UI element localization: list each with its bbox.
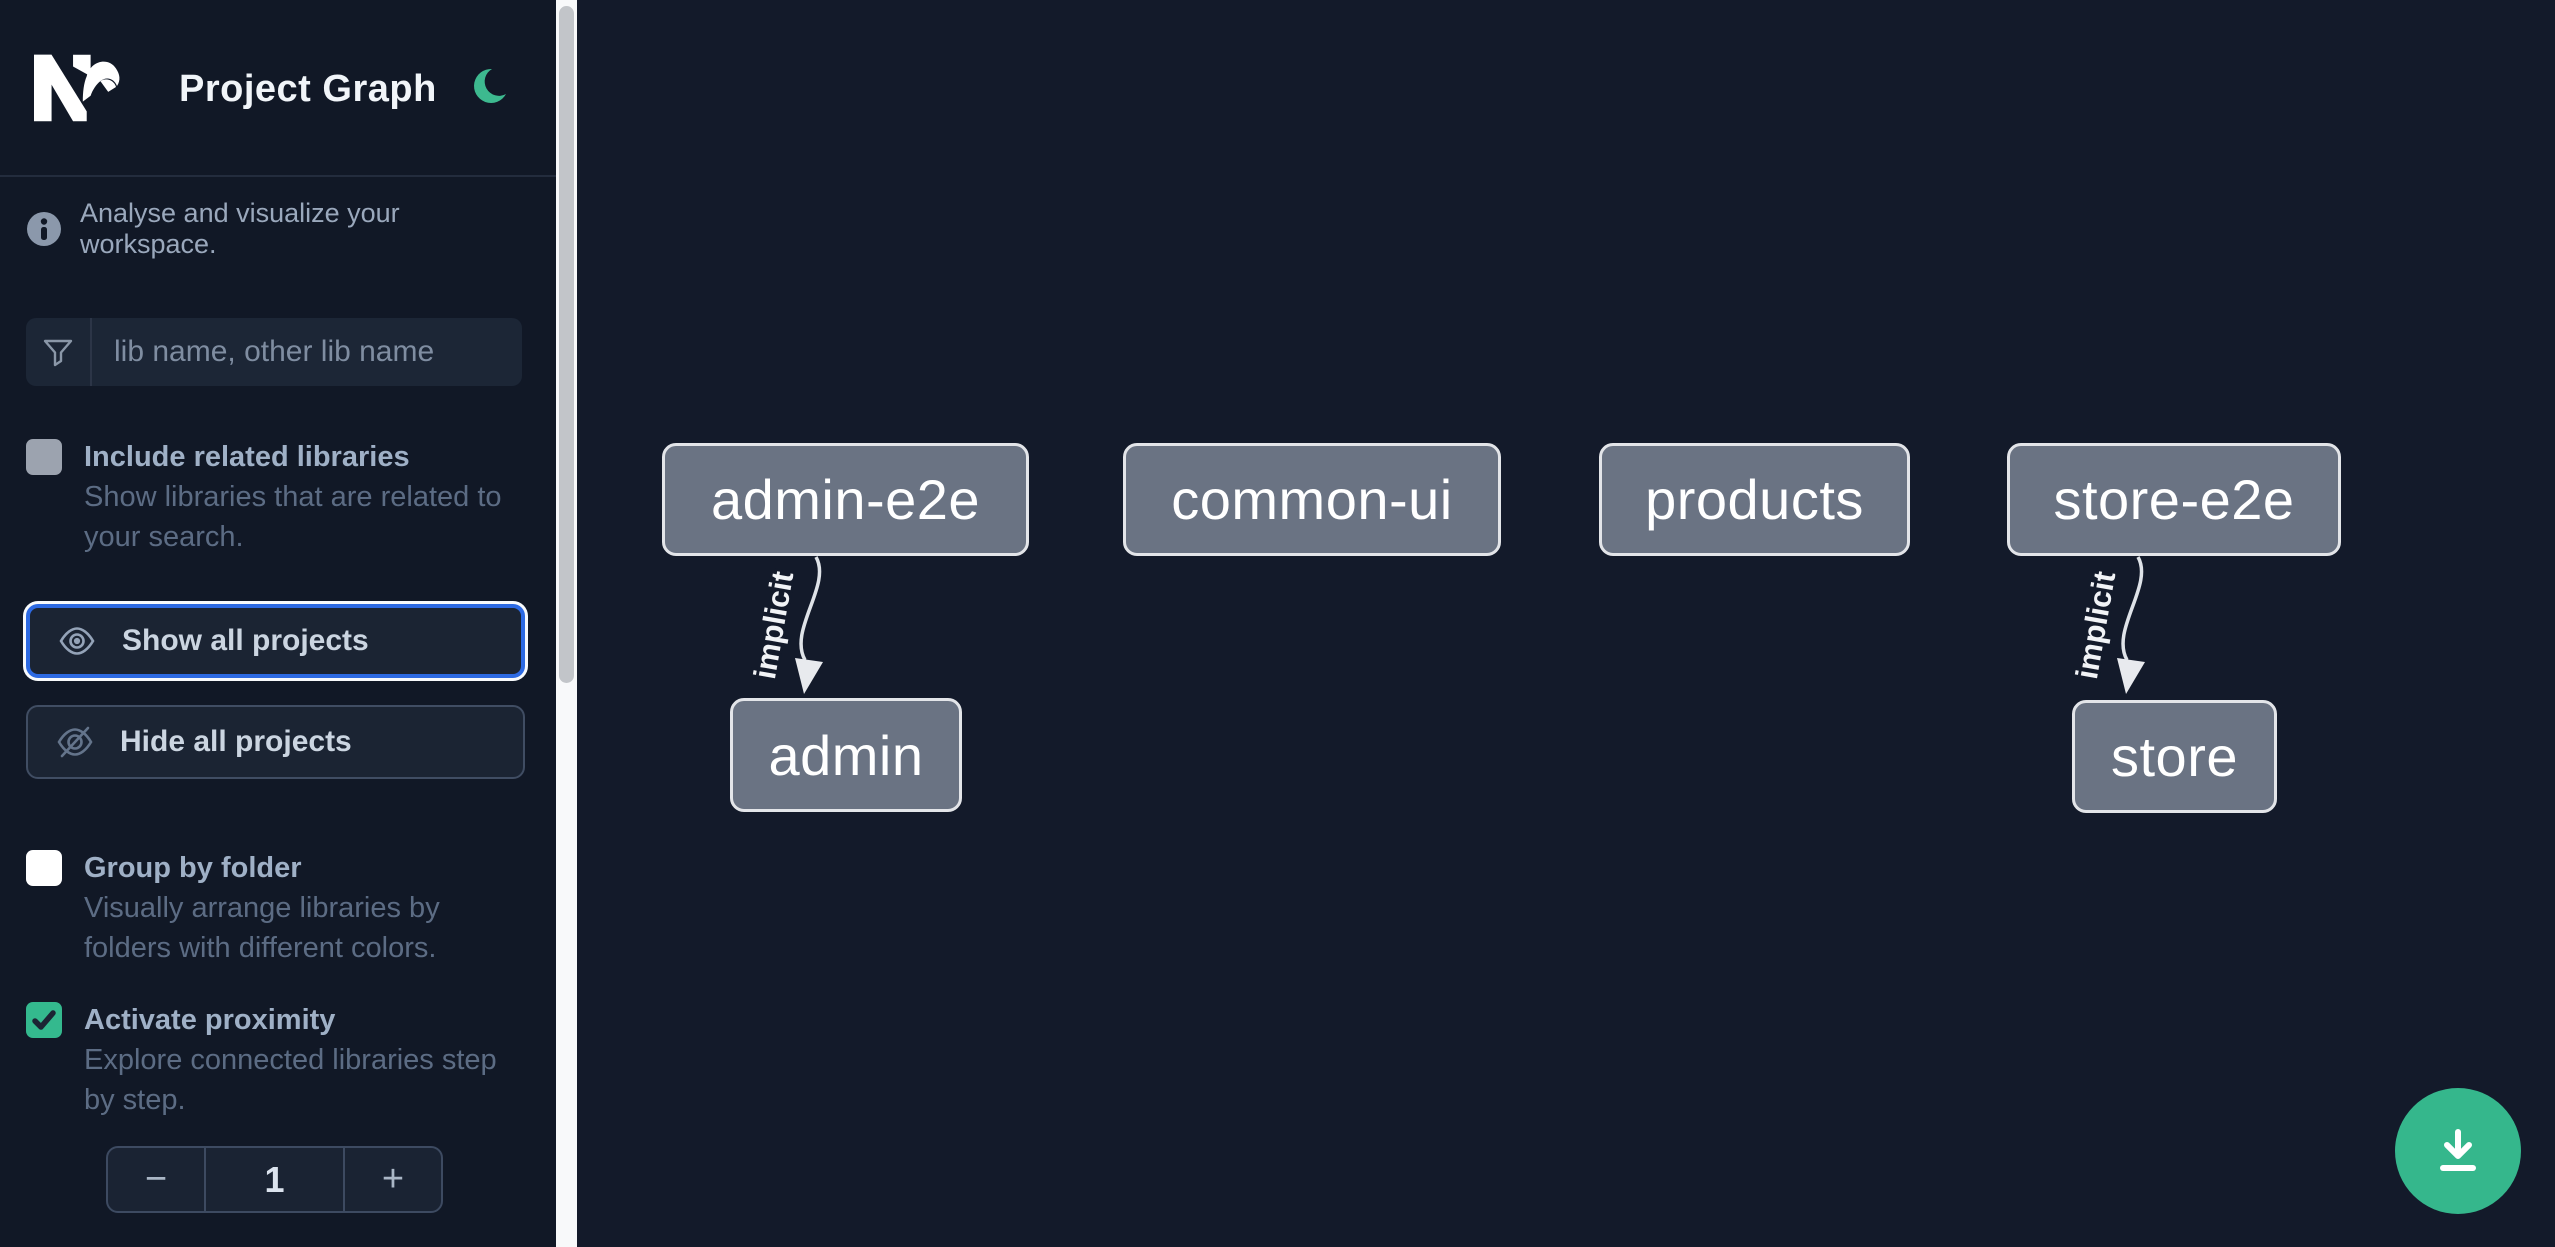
node-products[interactable]: products [1599, 443, 1910, 556]
edge-admin-e2e-admin: implicit [745, 556, 823, 694]
moon-icon [474, 68, 506, 103]
download-graph-button[interactable] [2395, 1088, 2521, 1214]
sidebar-scrollbar-track [556, 0, 577, 1247]
eye-icon [59, 627, 95, 655]
edge-label: implicit [747, 569, 800, 682]
group-by-folder-checkbox[interactable] [26, 850, 62, 886]
decrement-button[interactable]: − [108, 1148, 206, 1211]
workspace-tagline: Analyse and visualize your workspace. [80, 198, 400, 259]
workspace-tagline-row: Analyse and visualize your workspace. [26, 198, 536, 260]
activate-proximity-option: Activate proximity Explore connected lib… [26, 1000, 531, 1120]
nx-logo-icon [34, 54, 120, 122]
group-by-folder-label: Group by folder [84, 852, 302, 884]
edge-layer: implicit implicit [745, 556, 2145, 694]
activate-proximity-description: Explore connected libraries step by step… [84, 1044, 497, 1116]
filter-funnel-icon [26, 318, 92, 386]
node-common-ui[interactable]: common-ui [1123, 443, 1501, 556]
project-graph-canvas[interactable]: implicit implicit admin-e2e common-ui pr… [577, 0, 2555, 1247]
info-icon [27, 212, 61, 246]
activate-proximity-label: Activate proximity [84, 1004, 336, 1036]
proximity-depth-stepper: − 1 + [106, 1146, 443, 1213]
project-filter-input[interactable] [92, 318, 522, 386]
eye-off-icon [57, 726, 93, 758]
include-related-label: Include related libraries [84, 441, 410, 473]
check-icon [32, 1010, 56, 1030]
include-related-checkbox[interactable] [26, 439, 62, 475]
edge-store-e2e-store: implicit [2067, 556, 2145, 694]
node-store-e2e[interactable]: store-e2e [2007, 443, 2341, 556]
hide-all-projects-label: Hide all projects [120, 725, 352, 758]
download-icon [2440, 1129, 2476, 1171]
node-store[interactable]: store [2072, 700, 2277, 813]
edge-label: implicit [2069, 569, 2122, 682]
node-admin[interactable]: admin [730, 698, 962, 812]
include-related-description: Show libraries that are related to your … [84, 481, 502, 553]
include-related-libraries-option: Include related libraries Show libraries… [26, 437, 531, 557]
page-title: Project Graph [179, 68, 437, 110]
hide-all-projects-button[interactable]: Hide all projects [26, 705, 525, 779]
project-filter-box [26, 318, 522, 386]
theme-toggle-button[interactable] [462, 60, 518, 116]
sidebar-header: Project Graph [0, 0, 556, 177]
group-by-folder-option: Group by folder Visually arrange librari… [26, 848, 531, 968]
show-all-projects-label: Show all projects [122, 624, 369, 657]
node-admin-e2e[interactable]: admin-e2e [662, 443, 1029, 556]
activate-proximity-checkbox[interactable] [26, 1002, 62, 1038]
sidebar: Project Graph Analyse and visualize your… [0, 0, 556, 1247]
proximity-depth-value: 1 [264, 1158, 285, 1200]
increment-button[interactable]: + [343, 1148, 441, 1211]
group-by-folder-description: Visually arrange libraries by folders wi… [84, 892, 440, 964]
sidebar-scrollbar-thumb[interactable] [559, 6, 574, 683]
show-all-projects-button[interactable]: Show all projects [26, 604, 525, 678]
